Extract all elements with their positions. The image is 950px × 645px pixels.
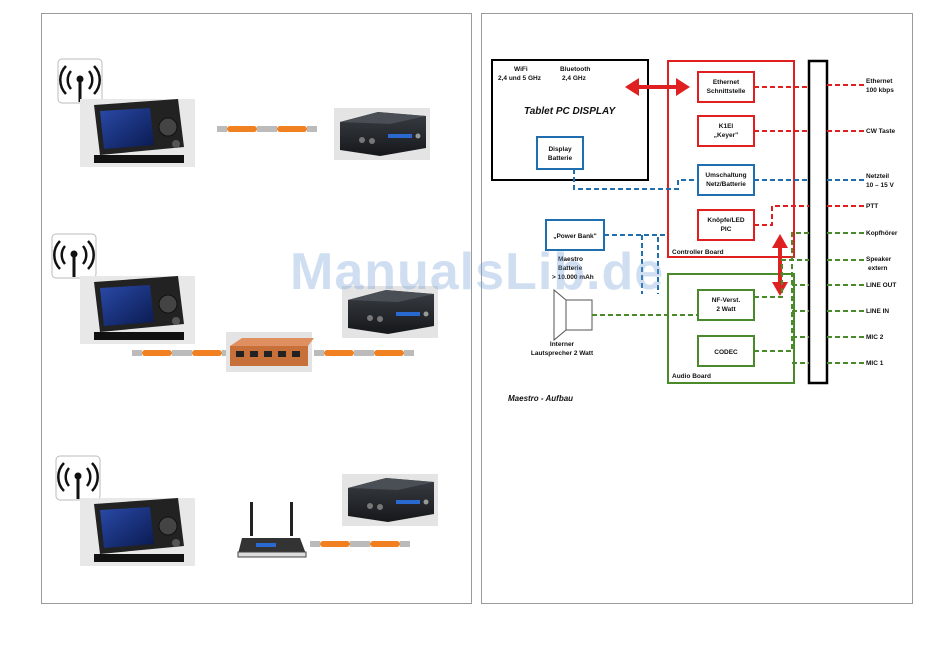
wifi-band-label: 2,4 und 5 GHz bbox=[498, 75, 542, 82]
ethernet-cable bbox=[364, 350, 414, 356]
svg-text:Batterie: Batterie bbox=[558, 265, 583, 272]
ethernet-cable bbox=[314, 350, 364, 356]
radio-transceiver bbox=[79, 275, 196, 345]
port-cw-key: CW Taste bbox=[866, 128, 896, 135]
port-line-out: LINE OUT bbox=[866, 282, 896, 289]
port-labels: Ethernet 100 kbps CW Taste Netzteil 10 –… bbox=[866, 78, 898, 367]
svg-text:„Keyer": „Keyer" bbox=[714, 132, 738, 139]
ethernet-cable bbox=[217, 126, 267, 132]
ethernet-cable bbox=[360, 541, 410, 547]
svg-text:NF-Verst.: NF-Verst. bbox=[712, 297, 741, 304]
bidirectional-arrow-icon bbox=[772, 234, 788, 296]
ethernet-interface-box bbox=[697, 71, 755, 103]
svg-text:CODEC: CODEC bbox=[714, 349, 738, 356]
port-ethernet: Ethernet bbox=[866, 78, 893, 85]
audio-board-box bbox=[667, 273, 795, 384]
svg-text:10 – 15 V: 10 – 15 V bbox=[866, 182, 894, 189]
speaker-icon bbox=[553, 288, 593, 342]
bidirectional-arrow-icon bbox=[625, 78, 690, 96]
bluetooth-band-label: 2,4 GHz bbox=[562, 75, 587, 82]
port-speaker-external: Speaker bbox=[866, 256, 892, 263]
svg-text:Knöpfe/LED: Knöpfe/LED bbox=[707, 217, 744, 224]
svg-text:Umschaltung: Umschaltung bbox=[705, 172, 746, 179]
svg-text:> 10.000 mAh: > 10.000 mAh bbox=[552, 274, 594, 281]
setup-illustrations bbox=[50, 57, 438, 567]
maestro-unit bbox=[334, 108, 430, 160]
svg-text:2 Watt: 2 Watt bbox=[716, 306, 736, 313]
knobs-led-pic-box bbox=[697, 209, 755, 241]
port-power-supply: Netzteil bbox=[866, 173, 889, 180]
svg-text:Batterie: Batterie bbox=[548, 155, 573, 162]
radio-transceiver bbox=[79, 497, 196, 567]
svg-text:Lautsprecher 2 Watt: Lautsprecher 2 Watt bbox=[531, 350, 594, 357]
network-switch bbox=[226, 332, 314, 372]
setup-illustrations-panel bbox=[41, 13, 472, 604]
keyer-box bbox=[697, 115, 755, 147]
svg-text:K1El: K1El bbox=[719, 123, 734, 130]
power-switch-box bbox=[697, 164, 755, 196]
maestro-block-diagram: WiFi 2,4 und 5 GHz Bluetooth 2,4 GHz Tab… bbox=[491, 59, 898, 403]
connector-bar bbox=[807, 59, 829, 385]
svg-text:„Power Bank": „Power Bank" bbox=[553, 233, 597, 240]
port-mic-2: MIC 2 bbox=[866, 334, 884, 341]
wireless-antenna-icon bbox=[54, 454, 102, 502]
svg-text:Ethernet: Ethernet bbox=[713, 79, 740, 86]
port-mic-1: MIC 1 bbox=[866, 360, 884, 367]
svg-text:Schnittstelle: Schnittstelle bbox=[707, 88, 746, 95]
diagram-title: Maestro - Aufbau bbox=[508, 394, 573, 403]
svg-text:Maestro: Maestro bbox=[558, 256, 583, 263]
port-headphones: Kopfhörer bbox=[866, 230, 898, 237]
controller-board-label: Controller Board bbox=[672, 249, 724, 256]
svg-text:100 kbps: 100 kbps bbox=[866, 87, 894, 94]
wifi-router bbox=[237, 500, 307, 560]
nf-amplifier-box bbox=[697, 289, 755, 321]
radio-transceiver bbox=[79, 98, 196, 168]
ethernet-cable bbox=[132, 350, 182, 356]
watermark: ManualsLib.de bbox=[290, 243, 665, 301]
wireless-antenna-icon bbox=[50, 232, 98, 280]
ethernet-cable bbox=[310, 541, 360, 547]
svg-text:Interner: Interner bbox=[550, 341, 575, 348]
tablet-display-title: Tablet PC DISPLAY bbox=[524, 106, 616, 117]
wifi-label: WiFi bbox=[514, 66, 528, 73]
ethernet-cable bbox=[267, 126, 317, 132]
port-ptt: PTT bbox=[866, 203, 878, 210]
bluetooth-label: Bluetooth bbox=[560, 66, 590, 73]
audio-board-label: Audio Board bbox=[672, 373, 711, 380]
wireless-antenna-icon bbox=[56, 57, 104, 105]
ethernet-cable bbox=[182, 350, 232, 356]
svg-text:PIC: PIC bbox=[721, 226, 732, 233]
maestro-unit bbox=[342, 474, 438, 526]
svg-text:Display: Display bbox=[548, 146, 572, 153]
port-line-in: LINE IN bbox=[866, 308, 889, 315]
display-battery-box bbox=[536, 136, 584, 170]
svg-text:Netz/Batterie: Netz/Batterie bbox=[706, 181, 746, 188]
svg-text:extern: extern bbox=[868, 265, 888, 272]
maestro-block-diagram-panel: WiFi 2,4 und 5 GHz Bluetooth 2,4 GHz Tab… bbox=[481, 13, 913, 604]
controller-board-box bbox=[667, 60, 795, 258]
